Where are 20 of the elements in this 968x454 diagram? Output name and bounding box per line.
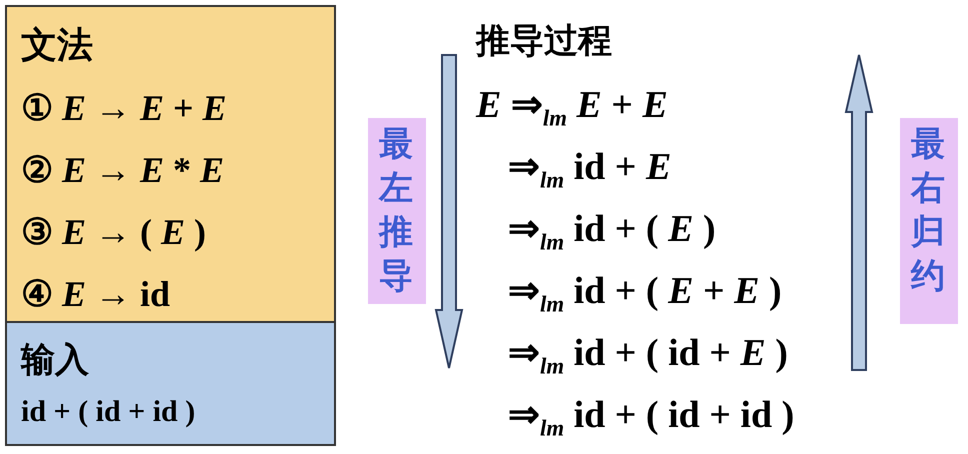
label-panel (900, 118, 958, 324)
grammar-rule: ④ E → id (21, 273, 170, 315)
input-string: id + ( id + id ) (21, 395, 196, 429)
section-heading: 推导过程 (476, 20, 612, 63)
derivation-step: ⇒$_{lm}$ id + ( E + E ) (508, 268, 782, 318)
derivation-step: E ⇒$_{lm}$ E + E (476, 82, 668, 132)
vertical-label: 最左推导 (378, 123, 414, 298)
derivation-step: ⇒$_{lm}$ id + E (508, 144, 672, 194)
label-panel (368, 118, 426, 304)
derivation-step: ⇒$_{lm}$ id + ( id + E ) (508, 330, 788, 380)
panel-heading: 文法 (21, 24, 93, 68)
panel-heading: 输入 (21, 339, 89, 382)
grammar-rule: ② E → E* E (21, 149, 224, 191)
derivation-step: ⇒$_{lm}$ id + ( E ) (508, 206, 716, 256)
grammar-panel (5, 5, 336, 323)
grammar-rule: ③ E → ( E ) (21, 211, 206, 253)
derivation-step: ⇒$_{lm}$ id + ( id + id ) (508, 392, 794, 442)
input-panel (5, 321, 336, 446)
vertical-label: 最右归约 (910, 123, 946, 298)
grammar-rule: ① E → E + E (21, 87, 227, 129)
